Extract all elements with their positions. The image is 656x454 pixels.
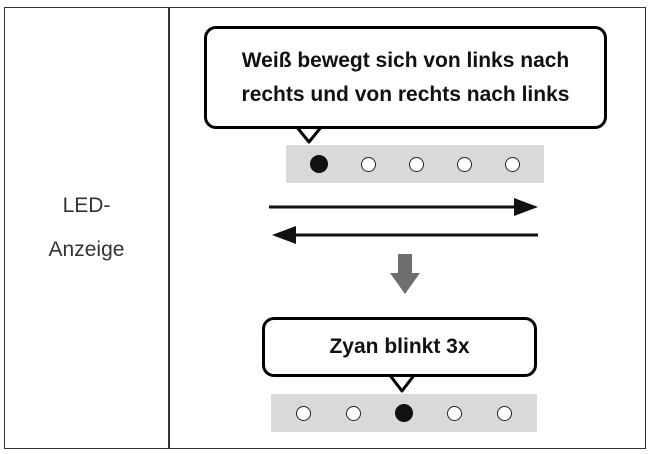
led-strip-step-2 (271, 394, 537, 432)
callout-1-line-2: rechts und von rechts nach links (241, 82, 570, 106)
arrow-down-shaft (398, 254, 412, 274)
row-label-line-2: Anzeige (48, 238, 125, 261)
led-dot-unlit (296, 405, 312, 421)
led-dot-unlit (408, 156, 424, 172)
row-label: LED- Anzeige (49, 184, 125, 272)
led-dot-unlit (496, 405, 512, 421)
row-label-line-1: LED- (62, 194, 111, 217)
led-strip-step-1 (286, 145, 544, 183)
arrow-down-head (390, 273, 420, 294)
led-dot-unlit (361, 156, 377, 172)
led-dot-unlit (504, 156, 520, 172)
led-dot-unlit (447, 405, 463, 421)
led-dot-unlit (345, 405, 361, 421)
led-dot-lit (310, 155, 329, 173)
callout-1-line-1: Weiß bewegt sich von links nach (241, 48, 570, 72)
callout-cyan-blinks: Zyan blinkt 3x (262, 317, 537, 377)
led-dot-unlit (456, 156, 472, 172)
arrow-right-head (514, 198, 538, 216)
column-divider (168, 8, 170, 448)
row-label-cell: LED- Anzeige (5, 8, 168, 448)
callout-white-moves: Weiß bewegt sich von links nach rechts u… (204, 26, 607, 129)
led-dot-lit (394, 404, 413, 422)
callout-2-text: Zyan blinkt 3x (329, 335, 470, 358)
instruction-table: LED- Anzeige (4, 7, 646, 449)
arrow-left-head (272, 226, 296, 244)
